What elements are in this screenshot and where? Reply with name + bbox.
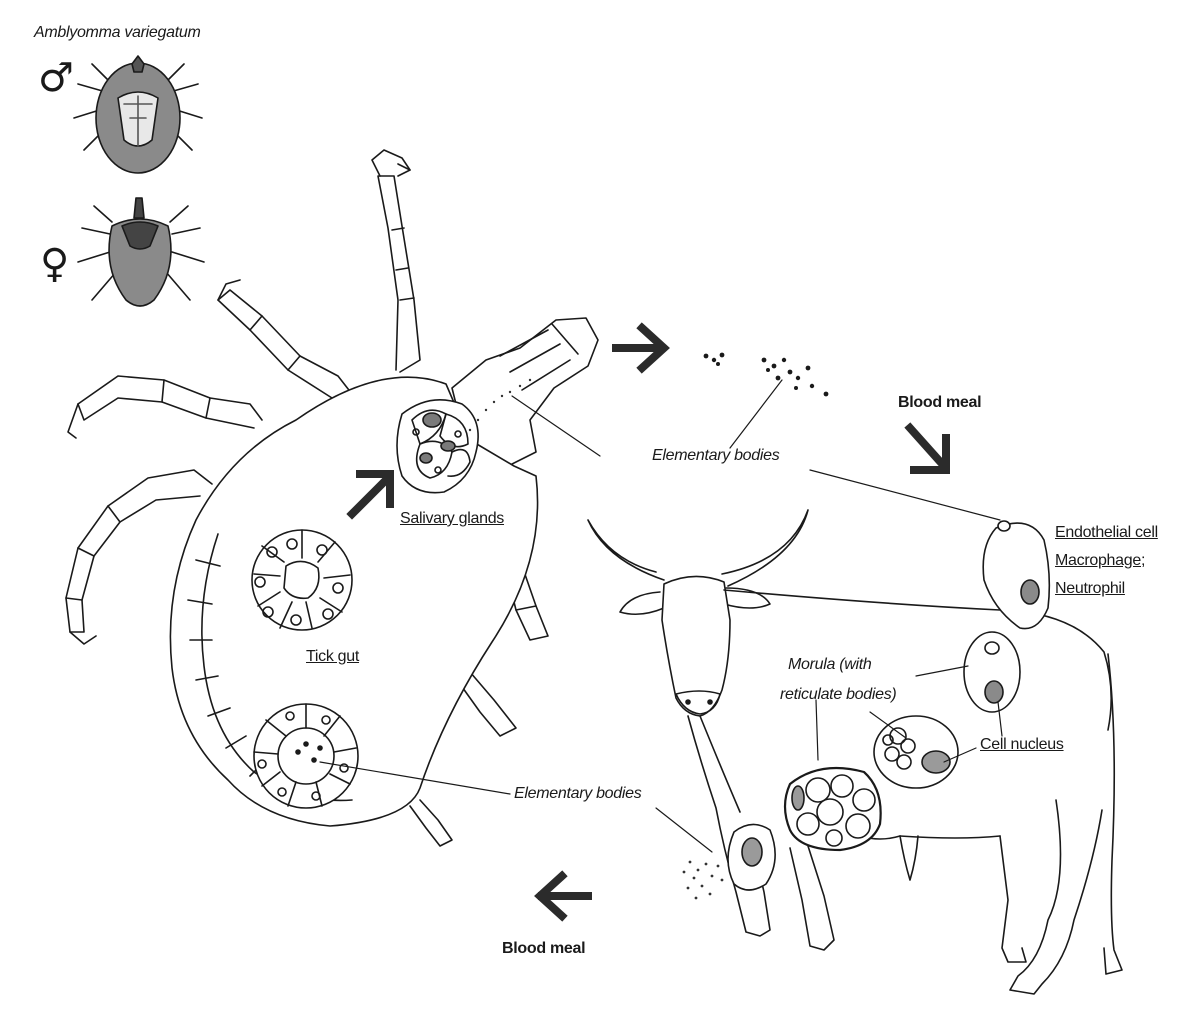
arrow-left-icon bbox=[540, 876, 588, 916]
endothelial-cell-label: Endothelial cell bbox=[1055, 524, 1158, 542]
tick-gut-illustration bbox=[252, 530, 352, 630]
cow-spray-dots bbox=[683, 861, 724, 900]
arrow-right-icon bbox=[616, 328, 664, 368]
female-tick-illustration bbox=[78, 198, 204, 306]
elementary-bodies-dots bbox=[704, 353, 829, 397]
morula-label-line1: Morula (with bbox=[788, 656, 872, 674]
arrow-down-right-icon bbox=[910, 428, 946, 470]
macrophage-cell-illustration bbox=[964, 632, 1020, 712]
tick-leg-right-3 bbox=[410, 800, 452, 846]
cell-nucleus-label: Cell nucleus bbox=[980, 736, 1064, 754]
cell-nucleus-illustration bbox=[874, 716, 958, 788]
neutrophil-label: Neutrophil bbox=[1055, 580, 1125, 598]
morula-label-line2: reticulate bodies) bbox=[780, 686, 896, 704]
male-tick-illustration bbox=[74, 56, 202, 173]
tick-gut-label: Tick gut bbox=[306, 648, 359, 666]
tick-leg-mid-left bbox=[68, 376, 262, 438]
diagram-title: Amblyomma variegatum bbox=[34, 24, 201, 42]
tick-leg-front-upper bbox=[372, 150, 420, 372]
male-symbol-icon: ♂ bbox=[38, 58, 74, 98]
elementary-bodies-label-bottom: Elementary bodies bbox=[514, 785, 641, 803]
endothelial-cell-illustration bbox=[983, 521, 1049, 629]
salivary-glands-label: Salivary glands bbox=[400, 510, 504, 528]
tick-leg-front-left bbox=[218, 280, 352, 398]
macrophage-label: Macrophage; bbox=[1055, 552, 1145, 570]
tick-gut-infected-illustration bbox=[254, 704, 358, 808]
blood-meal-label-bottom: Blood meal bbox=[502, 940, 585, 958]
female-symbol-icon: ♀ bbox=[40, 244, 69, 284]
blood-meal-label-top: Blood meal bbox=[898, 394, 981, 412]
elementary-bodies-label-top: Elementary bodies bbox=[652, 447, 779, 465]
morula-cell-illustration bbox=[785, 768, 881, 850]
